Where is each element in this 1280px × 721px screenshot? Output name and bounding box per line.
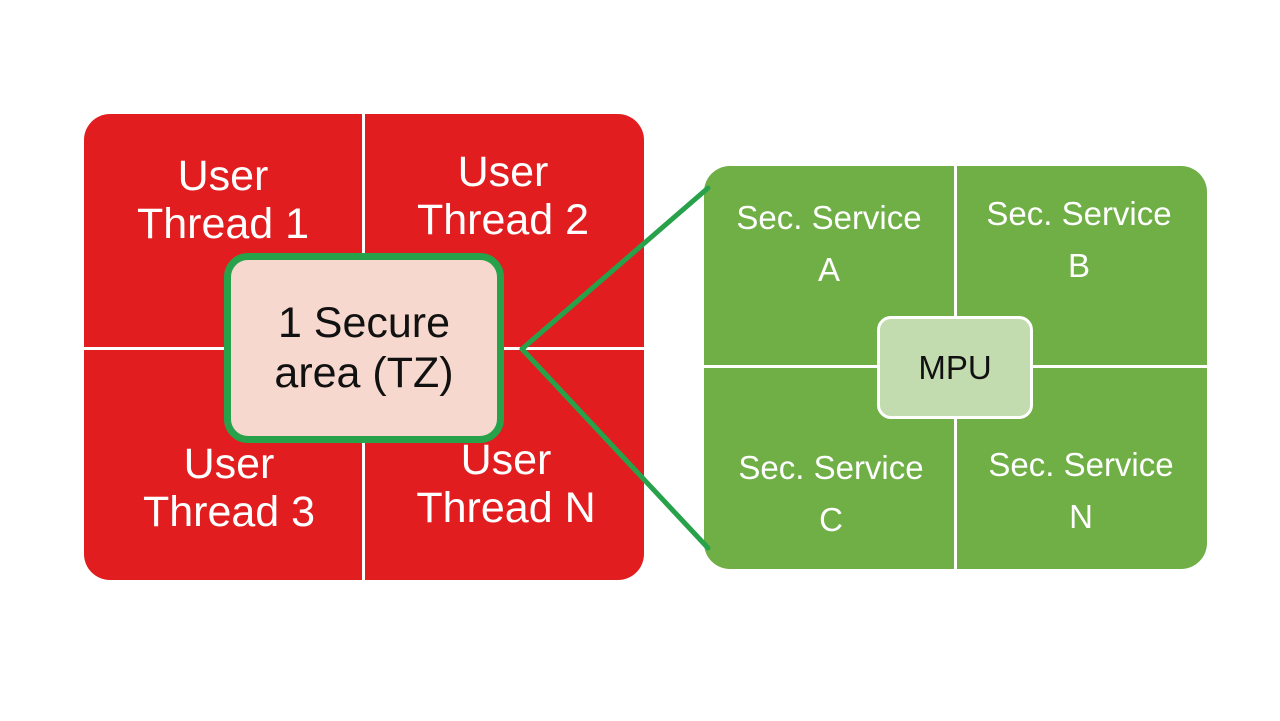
sec-service-c-line2: C bbox=[819, 501, 843, 538]
sec-service-n-line2: N bbox=[1069, 498, 1093, 535]
user-thread-1: User Thread 1 bbox=[84, 152, 362, 248]
secure-area-line1: 1 Secure bbox=[277, 299, 451, 347]
sec-service-a-line2: A bbox=[817, 251, 840, 288]
user-thread-1-line1: User bbox=[177, 152, 269, 200]
sec-service-b-line1: Sec. Service bbox=[986, 195, 1172, 232]
user-thread-3: User Thread 3 bbox=[90, 440, 368, 536]
mpu-label: MPU bbox=[918, 348, 992, 386]
user-thread-n-line2: Thread N bbox=[416, 484, 596, 532]
user-thread-3-line2: Thread 3 bbox=[142, 488, 316, 536]
sec-service-b: Sec. Service B bbox=[954, 188, 1204, 292]
sec-service-b-line2: B bbox=[1067, 247, 1090, 284]
user-thread-3-line1: User bbox=[183, 440, 275, 488]
user-thread-2-line2: Thread 2 bbox=[416, 196, 590, 244]
sec-service-n-line1: Sec. Service bbox=[988, 446, 1174, 483]
sec-service-c: Sec. Service C bbox=[706, 442, 956, 546]
user-thread-n: User Thread N bbox=[367, 436, 645, 532]
sec-service-c-line1: Sec. Service bbox=[738, 449, 924, 486]
sec-service-n: Sec. Service N bbox=[956, 439, 1206, 543]
user-thread-2: User Thread 2 bbox=[364, 148, 642, 244]
user-thread-1-line2: Thread 1 bbox=[136, 200, 310, 248]
mpu-box: MPU bbox=[877, 316, 1033, 419]
secure-area-box: 1 Secure area (TZ) bbox=[224, 253, 504, 443]
user-thread-2-line1: User bbox=[457, 148, 549, 196]
secure-area-line2: area (TZ) bbox=[274, 349, 454, 397]
sec-service-a: Sec. Service A bbox=[704, 192, 954, 296]
user-thread-n-line1: User bbox=[460, 436, 552, 484]
sec-service-a-line1: Sec. Service bbox=[736, 199, 922, 236]
